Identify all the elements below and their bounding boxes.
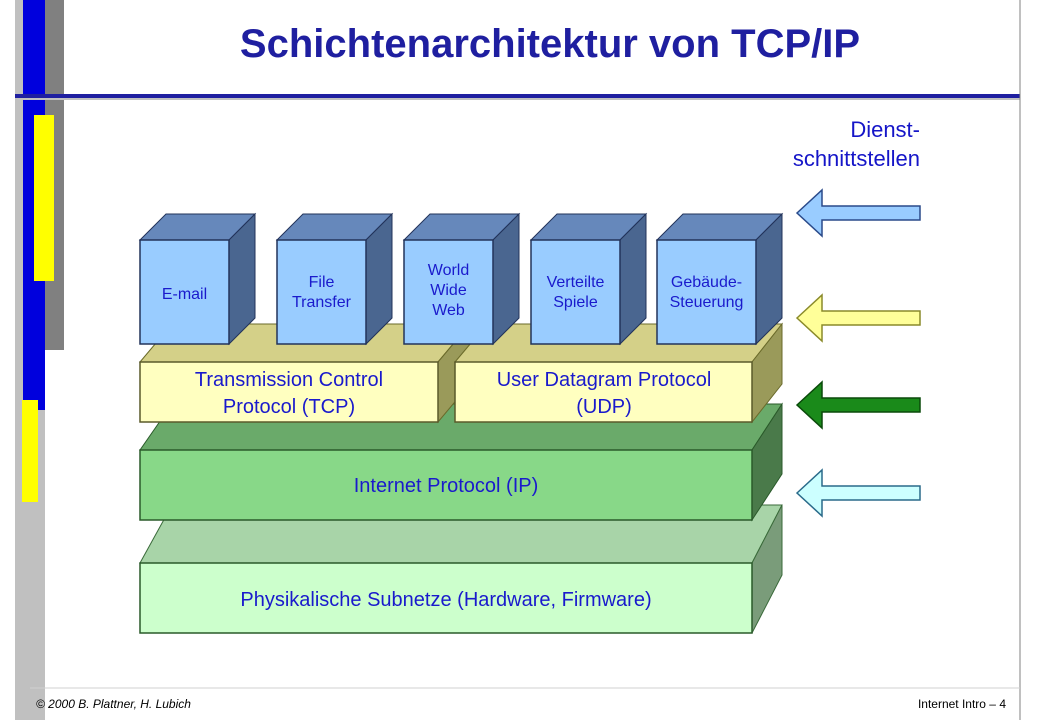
arrow-network-interface: [795, 380, 921, 430]
app-building-control-label-line1: Gebäude-: [671, 274, 742, 291]
app-email-label: E-mail: [162, 286, 207, 303]
arrow-physical-interface: [795, 468, 921, 518]
app-www-box: World Wide Web: [402, 212, 521, 346]
app-games-label-line2: Spiele: [553, 294, 598, 311]
physical-layer-block: Physikalische Subnetze (Hardware, Firmwa…: [139, 504, 783, 634]
title-underline-shadow: [15, 98, 1020, 100]
tcp-label-line2: Protocol (TCP): [223, 396, 355, 418]
app-games-front: [530, 239, 621, 345]
network-layer-label: Internet Protocol (IP): [354, 475, 539, 497]
app-file-transfer-label-line1: File: [309, 274, 335, 291]
footer-copyright: © 2000 B. Plattner, H. Lubich: [36, 697, 191, 711]
app-building-control-front: [656, 239, 757, 345]
tcp-block-front: [139, 361, 439, 423]
arrow-transport-interface: [795, 293, 921, 343]
app-www-label-line2: Wide: [430, 282, 467, 299]
app-building-control-label-line2: Steuerung: [670, 294, 744, 311]
app-file-transfer-front: [276, 239, 367, 345]
physical-layer-label: Physikalische Subnetze (Hardware, Firmwa…: [240, 589, 651, 611]
arrow-application-interface: [795, 188, 921, 238]
app-file-transfer-label-line2: Transfer: [292, 294, 352, 311]
footer-page-number: Internet Intro – 4: [917, 697, 1006, 711]
app-email-front: [139, 239, 230, 345]
udp-block-front: [454, 361, 753, 423]
app-file-transfer-box: File Transfer: [275, 212, 394, 346]
title-underline: [15, 94, 1020, 98]
service-interfaces-line2: schnittstellen: [792, 146, 920, 171]
app-games-label-line1: Verteilte: [547, 274, 605, 291]
udp-label-line2: (UDP): [576, 396, 632, 418]
tcp-label-line1: Transmission Control: [195, 369, 383, 391]
app-games-box: Verteilte Spiele: [529, 212, 648, 346]
left-yellow-bar-top: [34, 115, 54, 281]
slide-title: Schichtenarchitektur von TCP/IP: [239, 22, 861, 66]
service-interfaces-line1: Dienst-: [850, 117, 920, 142]
app-www-label-line1: World: [428, 262, 470, 279]
app-www-front: [403, 239, 494, 345]
app-building-control-box: Gebäude- Steuerung: [655, 212, 784, 346]
service-interfaces-label: Dienst- schnittstellen: [740, 115, 920, 173]
app-email-box: E-mail: [138, 212, 257, 346]
network-layer-front: [139, 449, 753, 521]
physical-layer-front: [139, 562, 753, 634]
left-yellow-bar-bottom: [22, 400, 38, 502]
app-www-label-line3: Web: [432, 302, 465, 319]
udp-label-line1: User Datagram Protocol: [497, 369, 712, 391]
